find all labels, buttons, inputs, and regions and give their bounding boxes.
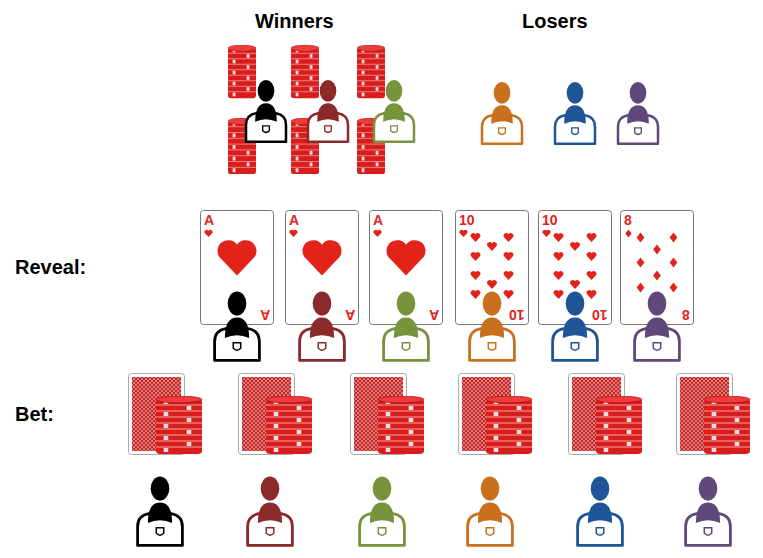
card-rank: A (259, 308, 271, 322)
card-rank: A (372, 213, 384, 227)
card-rank: 8 (623, 213, 633, 227)
card-rank: A (428, 308, 440, 322)
bet-cards (129, 374, 733, 455)
bet-players (138, 476, 731, 545)
card-rank: A (344, 308, 356, 322)
card-rank: 8 (681, 308, 691, 322)
card-rank: 10 (458, 213, 476, 227)
row-heading: Reveal: (15, 256, 86, 279)
column-heading: Losers (522, 10, 588, 33)
winner-chips (228, 45, 385, 174)
card-rank: 10 (508, 308, 526, 322)
card-rank: A (203, 213, 215, 227)
card-rank: 10 (591, 308, 609, 322)
column-heading: Winners (255, 10, 334, 33)
row-heading: Bet: (15, 403, 54, 426)
card-rank: 10 (541, 213, 559, 227)
card-rank: A (288, 213, 300, 227)
bet-chips (156, 396, 750, 454)
loser-players (482, 82, 658, 144)
winner-players (246, 80, 414, 142)
reveal-players (215, 291, 680, 360)
